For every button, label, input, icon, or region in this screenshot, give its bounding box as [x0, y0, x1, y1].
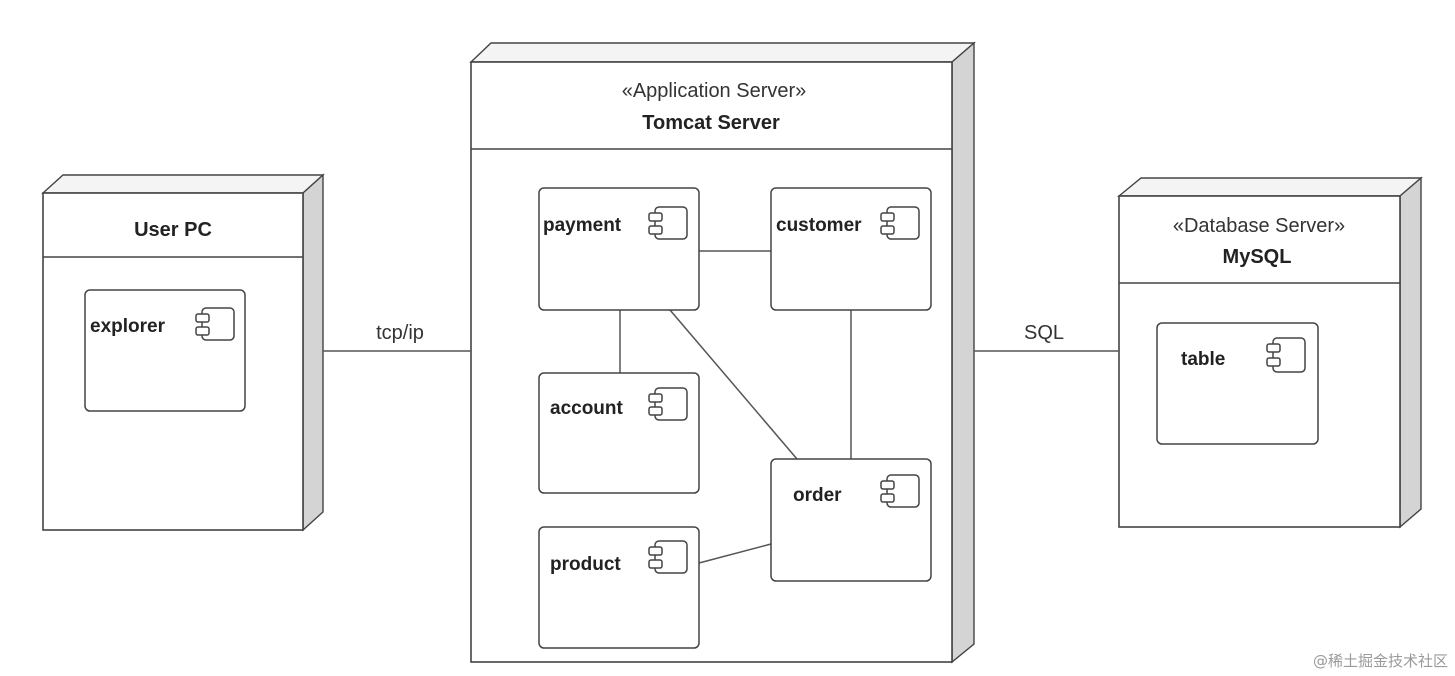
- component-payment-label: payment: [543, 215, 622, 236]
- link-payment-order: [669, 309, 798, 460]
- component-customer-label: customer: [776, 215, 862, 236]
- node-app-server-side: [951, 41, 975, 664]
- node-db-server-top: [1117, 177, 1423, 197]
- component-product-label: product: [550, 554, 621, 575]
- node-app-server-stereotype: «Application Server»: [622, 80, 807, 102]
- component-explorer: explorer: [84, 289, 246, 412]
- component-icon: [880, 206, 920, 240]
- component-icon: [880, 474, 920, 508]
- component-table: table: [1156, 322, 1319, 445]
- component-table-label: table: [1181, 349, 1225, 370]
- node-db-server-side: [1399, 176, 1422, 529]
- component-product: product: [538, 526, 700, 649]
- component-icon: [1266, 337, 1306, 373]
- link-user-to-app: tcp/ip: [323, 322, 471, 352]
- node-db-server-stereotype: «Database Server»: [1173, 215, 1345, 237]
- node-app-server: «Application Server» Tomcat Server payme…: [469, 41, 976, 664]
- component-order: order: [770, 458, 932, 582]
- component-icon: [648, 540, 688, 574]
- link-app-to-db-label: SQL: [1024, 322, 1064, 344]
- component-explorer-label: explorer: [90, 316, 166, 337]
- node-user-pc-side: [302, 173, 324, 532]
- node-db-server-title: MySQL: [1223, 246, 1292, 268]
- node-user-pc: User PC explorer: [41, 173, 325, 532]
- component-account: account: [538, 372, 700, 494]
- node-app-server-title: Tomcat Server: [642, 112, 780, 134]
- node-user-pc-top: [41, 174, 325, 194]
- component-account-label: account: [550, 398, 624, 419]
- node-app-server-top: [469, 42, 976, 63]
- component-icon: [195, 307, 235, 341]
- watermark: @稀土掘金技术社区: [1313, 652, 1448, 670]
- component-icon: [648, 206, 688, 240]
- link-product-order: [698, 543, 772, 564]
- link-app-to-db: SQL: [974, 322, 1119, 352]
- node-user-pc-title: User PC: [134, 219, 212, 241]
- component-customer: customer: [770, 187, 932, 311]
- internal-connections: [619, 250, 852, 564]
- component-order-label: order: [793, 485, 842, 506]
- node-db-server: «Database Server» MySQL table: [1117, 176, 1423, 529]
- component-payment: payment: [538, 187, 700, 311]
- link-user-to-app-label: tcp/ip: [376, 322, 424, 344]
- component-icon: [648, 387, 688, 421]
